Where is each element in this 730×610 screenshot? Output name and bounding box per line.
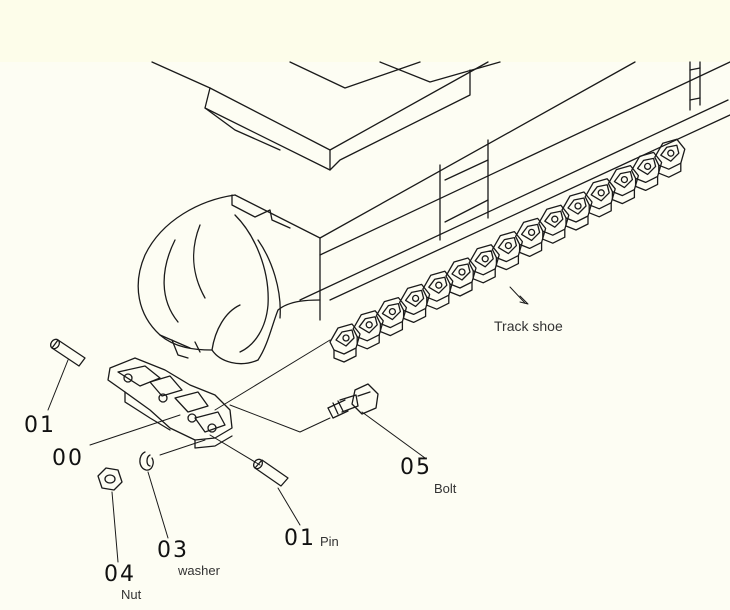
chain-link (398, 283, 431, 324)
callout-01: 01 (24, 413, 56, 438)
nut-part (97, 467, 123, 491)
chain-link (422, 270, 454, 310)
chain-link (329, 323, 361, 363)
callout-01-pin-name: Pin (320, 534, 339, 549)
callout-00: 00 (52, 446, 84, 471)
callout-03-name: washer (178, 563, 220, 578)
chain-link (352, 310, 384, 350)
washer-part (139, 451, 154, 471)
callout-05: 05 (400, 455, 432, 480)
chain-link (607, 164, 640, 205)
track-link-assembly (107, 357, 233, 449)
chain-link (491, 230, 524, 271)
pin-lower (252, 458, 289, 487)
chain-link (538, 204, 570, 244)
chain-link (375, 296, 408, 337)
chain-link (584, 178, 616, 218)
bolt-part (327, 383, 379, 419)
pin-upper (49, 338, 86, 367)
callout-03: 03 (157, 538, 189, 563)
callout-05-name: Bolt (434, 481, 457, 496)
callout-01-pin: 01 (284, 526, 316, 551)
chain-link (561, 191, 593, 231)
callout-04: 04 (104, 562, 136, 587)
chain-link (445, 257, 477, 297)
track-chain (329, 138, 686, 363)
chain-link (514, 217, 547, 258)
chain-link (630, 151, 663, 192)
chain-link (468, 244, 500, 284)
callout-04-name: Nut (121, 587, 142, 602)
leader-lines (47, 286, 529, 563)
chain-link (654, 138, 686, 178)
idler-wheel (137, 194, 321, 365)
header-band (0, 0, 730, 62)
track-shoe-label: Track shoe (494, 318, 563, 334)
track-frame (151, 61, 730, 321)
